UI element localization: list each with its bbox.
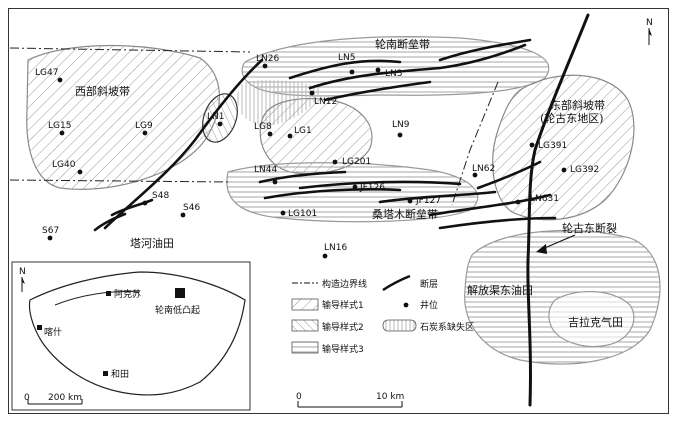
- hetian-marker: [103, 371, 108, 376]
- legend-pattern2: 输导样式2: [322, 321, 364, 333]
- well-S48-marker: [142, 200, 148, 206]
- inset-label-lunnan-uplift: 轮南低凸起: [155, 304, 200, 316]
- well-label: LG392: [570, 165, 599, 175]
- jilake-gasfield: [548, 291, 635, 348]
- legend-pattern3: 输导样式3: [322, 343, 364, 355]
- west-slope-zone: [26, 44, 221, 190]
- well-label: JF126: [359, 183, 385, 193]
- well-label: LG40: [52, 160, 76, 170]
- region-label-east-slope-sub: (轮古东地区): [540, 111, 604, 125]
- well-JF127-marker: [407, 198, 413, 204]
- legend-well: 井位: [420, 299, 438, 311]
- well-label: JF127: [415, 196, 441, 206]
- legend-pattern1: 输导样式1: [322, 299, 364, 311]
- well-LN9-marker: [397, 132, 403, 138]
- inset-scale-value: 200 km: [48, 393, 82, 403]
- inset-label-akesu: 阿克苏: [114, 288, 141, 300]
- well-label: LG47: [35, 68, 58, 78]
- east-slope-zone: [492, 74, 635, 221]
- well-LG15-marker: [59, 130, 65, 136]
- lunnan-uplift-marker: [175, 288, 185, 298]
- well-LN1-marker: [217, 121, 223, 127]
- well-LN631-marker: [515, 199, 521, 205]
- well-LG391-marker: [529, 142, 535, 148]
- well-LN16-marker: [322, 253, 328, 259]
- inset-map: N 阿克苏 喀什 和田 轮南低凸起 0 200 km: [11, 261, 251, 411]
- well-label: LN3: [385, 69, 402, 79]
- tectonic-boundaries: [9, 47, 499, 206]
- inset-frame: [11, 261, 251, 411]
- fault-lines: [93, 13, 590, 407]
- well-label: S46: [183, 203, 200, 213]
- region-label-west-slope: 西部斜坡带: [75, 84, 130, 98]
- well-label: LN62: [472, 164, 495, 174]
- region-label-jilake: 吉拉克气田: [568, 315, 623, 329]
- kashi-marker: [37, 325, 42, 330]
- akesu-marker: [106, 291, 111, 296]
- inset-scale-zero: 0: [24, 393, 30, 403]
- well-LN26-marker: [262, 63, 268, 69]
- well-LG201-marker: [332, 159, 338, 165]
- well-JF126-marker: [352, 184, 358, 190]
- well-label: S48: [152, 191, 169, 201]
- well-label: LN9: [392, 120, 410, 130]
- region-label-jiefangqudong: 解放渠东油田: [467, 283, 533, 297]
- well-label: LG101: [288, 209, 317, 219]
- well-label: LN5: [338, 53, 355, 63]
- well-label: LG391: [538, 141, 567, 151]
- well-LG392-marker: [561, 167, 567, 173]
- well-markers: [47, 63, 567, 259]
- well-LG1-marker: [287, 133, 293, 139]
- legend: 构造边界线 断层 输导样式1 井位 输导样式2 石炭系缺失区 输导样式3 0 1…: [291, 274, 474, 408]
- legend-carboniferous-missing: 石炭系缺失区: [420, 321, 474, 333]
- well-label: S67: [42, 226, 59, 236]
- well-LG9-marker: [142, 130, 148, 136]
- well-S67-marker: [47, 235, 53, 241]
- well-label: LN1: [207, 112, 224, 122]
- north-arrow: N: [646, 18, 653, 45]
- well-LN44-marker: [272, 179, 278, 185]
- well-LG40-marker: [77, 169, 83, 175]
- north-label: N: [646, 18, 653, 28]
- well-LN3-marker: [375, 67, 381, 73]
- region-label-sangtamu: 桑塔木断垒带: [372, 207, 438, 221]
- well-label: LG15: [48, 121, 71, 131]
- well-LN62-marker: [472, 172, 478, 178]
- well-label: LG1: [294, 126, 312, 136]
- well-LN12-marker: [309, 90, 315, 96]
- region-label-lungudong-fault: 轮古东断裂: [562, 221, 617, 235]
- scale-value: 10 km: [376, 392, 404, 402]
- scale-zero: 0: [296, 392, 302, 402]
- region-label-tahe: 塔河油田: [130, 236, 174, 250]
- well-LG47-marker: [57, 77, 63, 83]
- legend-tectonic-boundary: 构造边界线: [322, 278, 367, 290]
- inset-north-label: N: [19, 267, 26, 277]
- well-label: LN16: [324, 243, 347, 253]
- well-label: LN44: [254, 165, 277, 175]
- inset-label-kashi: 喀什: [44, 326, 62, 338]
- region-label-lunnan: 轮南断垒带: [375, 37, 430, 51]
- well-label: LG8: [254, 122, 272, 132]
- well-S46-marker: [180, 212, 186, 218]
- well-label: LN26: [256, 54, 279, 64]
- well-LG101-marker: [280, 210, 286, 216]
- well-label: LG201: [342, 157, 371, 167]
- legend-fault: 断层: [420, 278, 438, 290]
- fault-label-arrowhead: [536, 244, 547, 254]
- well-LN5-marker: [349, 69, 355, 75]
- inset-label-hetian: 和田: [111, 369, 129, 380]
- well-LG8-marker: [267, 131, 273, 137]
- basin-outline: [28, 271, 246, 396]
- well-label: LN12: [314, 97, 337, 107]
- region-label-east-slope: 东部斜坡带: [550, 98, 605, 112]
- well-label: LN631: [530, 194, 559, 204]
- well-label: LG9: [135, 121, 153, 131]
